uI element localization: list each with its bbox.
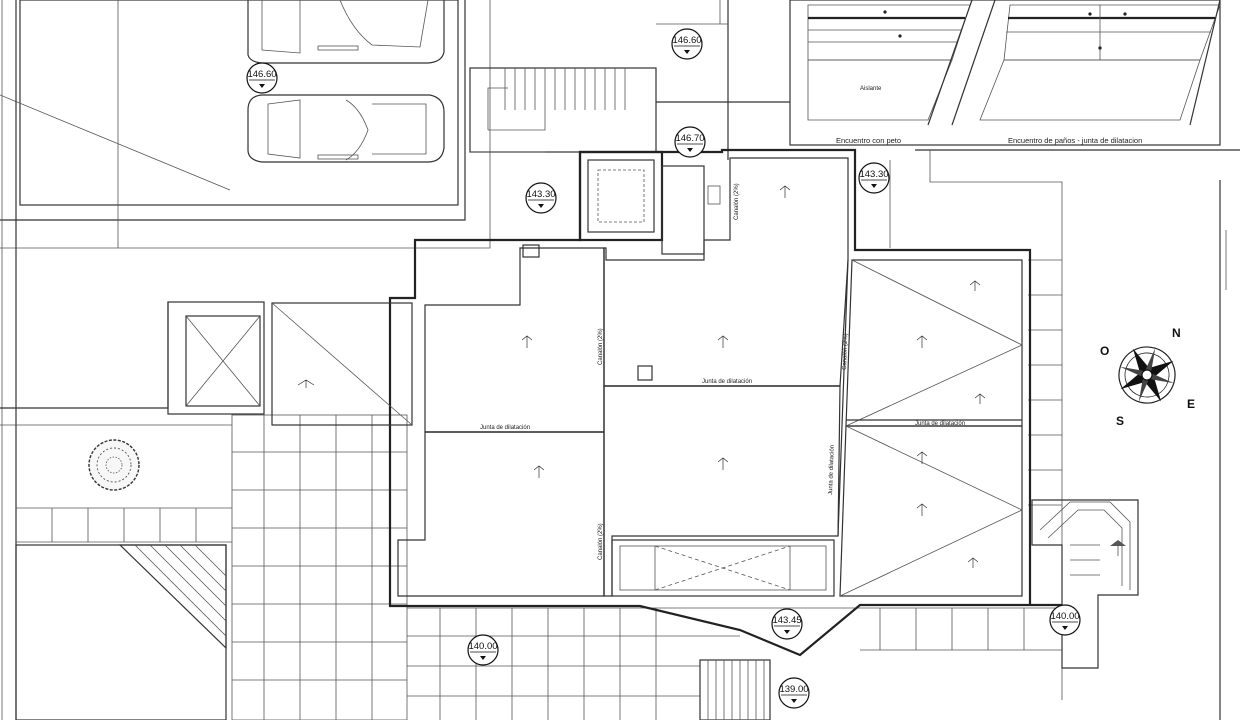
joint-label-2: Junta de dilatación bbox=[702, 379, 752, 385]
elevation-marker-3[interactable]: 146.70 bbox=[674, 126, 706, 158]
left-terrace-grid bbox=[16, 507, 232, 543]
stairs-bottom bbox=[699, 659, 771, 720]
elevation-value-5: 143.30 bbox=[859, 169, 888, 180]
elevation-marker-4[interactable]: 143.30 bbox=[525, 182, 557, 214]
compass-rose bbox=[1118, 346, 1176, 404]
elevation-value-1: 146.60 bbox=[247, 69, 276, 80]
elevation-value-7: 140.00 bbox=[468, 641, 497, 652]
elevation-marker-9[interactable]: 139.00 bbox=[778, 677, 810, 709]
elevation-value-6: 143.45 bbox=[772, 615, 801, 626]
right-stair-block bbox=[1031, 499, 1139, 669]
stairs-top bbox=[469, 0, 790, 160]
terrace-paving bbox=[231, 259, 1062, 720]
detail-caption-left: Encuentro con peto bbox=[836, 136, 901, 145]
compass-north: N bbox=[1172, 326, 1181, 340]
elevation-marker-6[interactable]: 143.45 bbox=[771, 608, 803, 640]
elevation-marker-8[interactable]: 140.00 bbox=[1049, 604, 1081, 636]
dilatation-joints bbox=[425, 248, 1022, 596]
compass-east: E bbox=[1187, 397, 1195, 411]
construction-details: Aislante Encuentro con peto Encuentro de… bbox=[789, 0, 1221, 146]
elevation-value-2: 146.60 bbox=[672, 35, 701, 46]
detail-bolts bbox=[883, 10, 1127, 50]
slope-arrows bbox=[297, 185, 986, 568]
compass-west: O bbox=[1100, 344, 1109, 358]
gutter-label-3: Canalón (2%) bbox=[734, 183, 740, 220]
parking-area bbox=[0, 0, 491, 720]
tree bbox=[88, 439, 140, 491]
elevation-value-9: 139.00 bbox=[779, 684, 808, 695]
gutter-label-4: Canalón (2%) bbox=[842, 333, 849, 370]
elevation-marker-1[interactable]: 146.60 bbox=[246, 62, 278, 94]
elevation-marker-7[interactable]: 140.00 bbox=[467, 634, 499, 666]
elevation-value-4: 143.30 bbox=[526, 189, 555, 200]
elevation-value-8: 140.00 bbox=[1050, 611, 1079, 622]
joint-label-3: Junta de dilatación bbox=[915, 421, 965, 427]
gutter-label-1: Canalón (2%) bbox=[598, 328, 604, 365]
joint-label-1: Junta de dilatación bbox=[480, 425, 530, 431]
elevation-value-3: 146.70 bbox=[675, 133, 704, 144]
left-planter bbox=[0, 301, 265, 426]
detail-caption-right: Encuentro de paños - junta de dilatacion bbox=[1008, 136, 1142, 145]
car-top bbox=[247, 0, 445, 64]
roof-text: Junta de dilatación Junta de dilatación … bbox=[480, 183, 965, 560]
detail-material-label: Aislante bbox=[860, 86, 882, 92]
gutter-label-2: Canalón (2%) bbox=[598, 523, 604, 560]
site-boundary-right bbox=[889, 149, 1240, 720]
elevation-marker-5[interactable]: 143.30 bbox=[858, 162, 890, 194]
joint-label-4: Junta de dilatación bbox=[828, 445, 836, 495]
compass-south: S bbox=[1116, 414, 1124, 428]
car-bottom bbox=[247, 94, 445, 163]
elevation-marker-2[interactable]: 146.60 bbox=[671, 28, 703, 60]
roof-panels bbox=[271, 150, 1023, 597]
pool bbox=[15, 544, 227, 720]
building-outline bbox=[388, 148, 1062, 657]
